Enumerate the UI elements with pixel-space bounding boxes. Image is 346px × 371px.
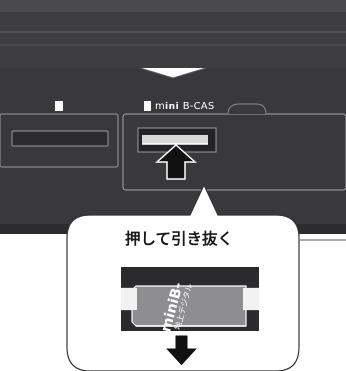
sd-slot-opening — [11, 130, 109, 147]
slot-label-prefix: m — [155, 101, 165, 112]
mini-bcas-slot-label: mini B-CAS — [155, 100, 214, 114]
callout-instruction: 押して引き抜く — [124, 230, 234, 248]
bcas-cover-tab — [227, 103, 267, 115]
device-panel-notch — [139, 67, 207, 79]
sd-card-icon — [55, 101, 63, 111]
slot-label-mini: ini — [164, 102, 180, 112]
bcas-card-in-slot — [142, 135, 208, 144]
mini-bcas-card-icon — [144, 101, 151, 111]
push-up-arrow-icon — [155, 143, 197, 180]
card-white-corner — [121, 288, 137, 310]
sd-slot-cover — [0, 113, 119, 168]
slot-label-suffix: B-CAS — [179, 101, 215, 112]
pull-down-arrow-icon — [163, 334, 200, 367]
card-white-corner-right — [243, 288, 259, 310]
device-top-band — [0, 12, 346, 68]
device-top-body — [0, 0, 346, 12]
